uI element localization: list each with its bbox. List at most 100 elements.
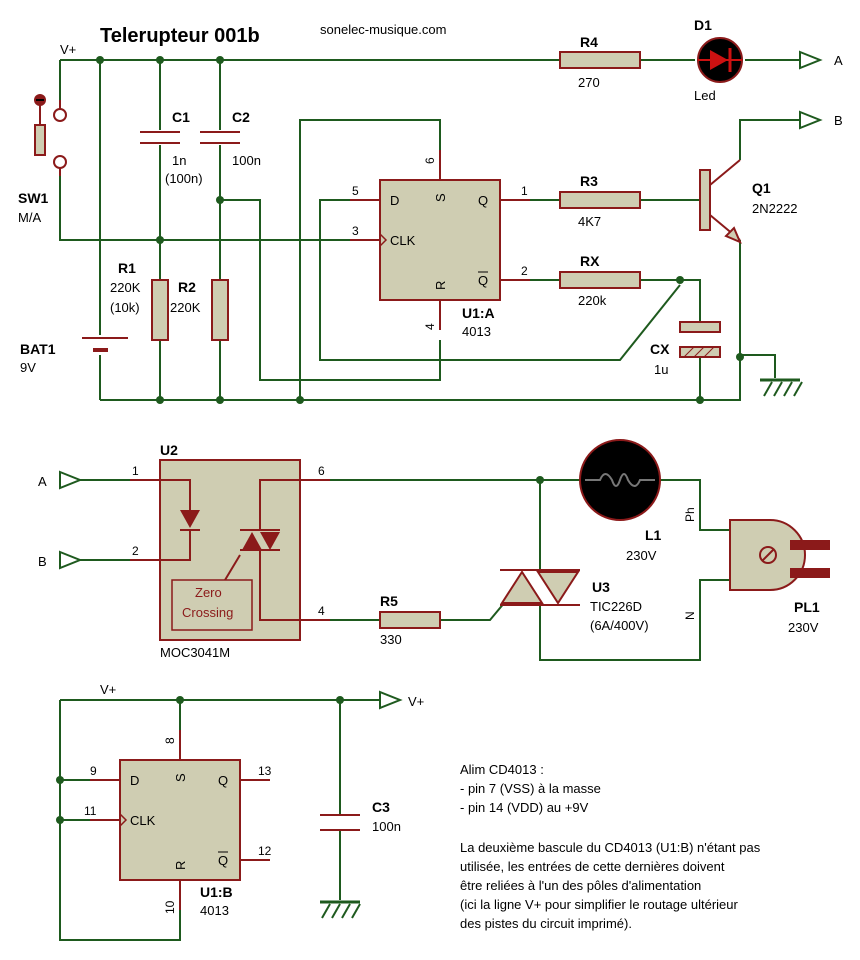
pl1-plug [729, 519, 830, 591]
pl1-n-label: N [683, 611, 697, 620]
ground-bottom [320, 900, 361, 919]
c3-ref: C3 [372, 799, 390, 815]
pl1-ref: PL1 [794, 599, 820, 615]
u2-zero-label: Zero [195, 585, 222, 600]
note-line-8: des pistes du circuit imprimé). [460, 916, 632, 931]
u1a-flipflop [379, 179, 501, 301]
u1b-value: 4013 [200, 903, 229, 918]
r1-value-alt: (10k) [110, 300, 140, 315]
l1-value: 230V [626, 548, 657, 563]
u1b-pin11: 11 [84, 804, 97, 818]
r1-resistor [151, 279, 169, 341]
r4-value: 270 [578, 75, 600, 90]
junction-dot-mid [536, 476, 544, 484]
ground-top [760, 378, 803, 397]
r3-ref: R3 [580, 173, 598, 189]
u1b-s-label: S [173, 773, 188, 782]
port-a-in-label: A [38, 474, 47, 489]
c2-ref: C2 [232, 109, 250, 125]
port-b-in [59, 550, 83, 570]
sw1-value: M/A [18, 210, 41, 225]
l1-lamp [579, 439, 661, 521]
website-label: sonelec-musique.com [320, 22, 446, 37]
u1b-ref: U1:B [200, 884, 233, 900]
junction-dots-bottom [56, 696, 344, 824]
u2-pin4: 4 [318, 604, 325, 618]
u1b-pin12: 12 [258, 844, 272, 858]
sw1-switch [34, 94, 67, 176]
port-b-label: B [834, 113, 843, 128]
r4-ref: R4 [580, 34, 598, 50]
r4-resistor [559, 51, 641, 69]
u1a-pin4: 4 [423, 323, 437, 330]
notes-block: Alim CD4013 : - pin 7 (VSS) à la masse -… [460, 762, 761, 931]
r2-ref: R2 [178, 279, 196, 295]
r5-value: 330 [380, 632, 402, 647]
c3-capacitor [320, 814, 360, 831]
d1-led [697, 37, 743, 83]
d1-ref: D1 [694, 17, 712, 33]
r1-ref: R1 [118, 260, 136, 276]
note-line-1: Alim CD4013 : [460, 762, 544, 777]
cx-value: 1u [654, 362, 668, 377]
q1-ref: Q1 [752, 180, 771, 196]
port-b-in-label: B [38, 554, 47, 569]
u1b-flipflop [119, 759, 241, 881]
u1b-pin10: 10 [163, 900, 177, 914]
u1b-r-label: R [173, 861, 188, 870]
u1a-r-label: R [433, 281, 448, 290]
diagram-title: Telerupteur 001b [100, 25, 260, 47]
rx-ref: RX [580, 253, 600, 269]
r5-resistor [379, 611, 441, 629]
rx-value: 220k [578, 293, 607, 308]
u1b-pins [90, 730, 270, 910]
cx-capacitor [679, 321, 721, 358]
port-b-top [799, 110, 823, 130]
u3-ref: U3 [592, 579, 610, 595]
rx-resistor [559, 271, 641, 289]
u1a-d-label: D [390, 193, 399, 208]
u2-crossing-label: Crossing [182, 605, 233, 620]
r1-value: 220K [110, 280, 141, 295]
r2-value: 220K [170, 300, 201, 315]
u1a-pins [350, 150, 530, 330]
u1b-clk-label: CLK [130, 813, 156, 828]
pl1-value: 230V [788, 620, 819, 635]
u3-triac [500, 569, 580, 606]
u1a-pin3: 3 [352, 224, 359, 238]
c1-capacitor [140, 131, 180, 144]
c2-value: 100n [232, 153, 261, 168]
u1a-s-label: S [433, 193, 448, 202]
c1-value-alt: (100n) [165, 171, 203, 186]
u2-pin2: 2 [132, 544, 139, 558]
pl1-ph-label: Ph [683, 507, 697, 522]
r5-ref: R5 [380, 593, 398, 609]
note-line-5: utilisée, les entrées de cette dernières… [460, 859, 725, 874]
u1b-d-label: D [130, 773, 139, 788]
u2-ref: U2 [160, 442, 178, 458]
u1a-value: 4013 [462, 324, 491, 339]
u1a-pin5: 5 [352, 184, 359, 198]
u1b-pin9: 9 [90, 764, 97, 778]
r2-resistor [211, 279, 229, 341]
r3-resistor [559, 191, 641, 209]
port-a-top [799, 50, 823, 70]
u1b-q-label: Q [218, 773, 228, 788]
d1-value: Led [694, 88, 716, 103]
u1b-qbar-label: Q [218, 853, 228, 868]
c1-value: 1n [172, 153, 186, 168]
cx-ref: CX [650, 341, 670, 357]
c2-capacitor [200, 131, 240, 144]
vplus-out-label: V+ [408, 694, 424, 709]
vplus-label-bottom: V+ [100, 682, 116, 697]
note-line-7: (ici la ligne V+ pour simplifier le rout… [460, 897, 738, 912]
bat1-battery [82, 337, 128, 352]
u1a-ref: U1:A [462, 305, 495, 321]
u1a-pin2: 2 [521, 264, 528, 278]
note-line-6: être reliées à l'un des pôles d'alimenta… [460, 878, 701, 893]
port-a-label: A [834, 53, 843, 68]
u3-value-alt: (6A/400V) [590, 618, 649, 633]
u1a-pin1: 1 [521, 184, 528, 198]
q1-transistor [699, 159, 742, 244]
